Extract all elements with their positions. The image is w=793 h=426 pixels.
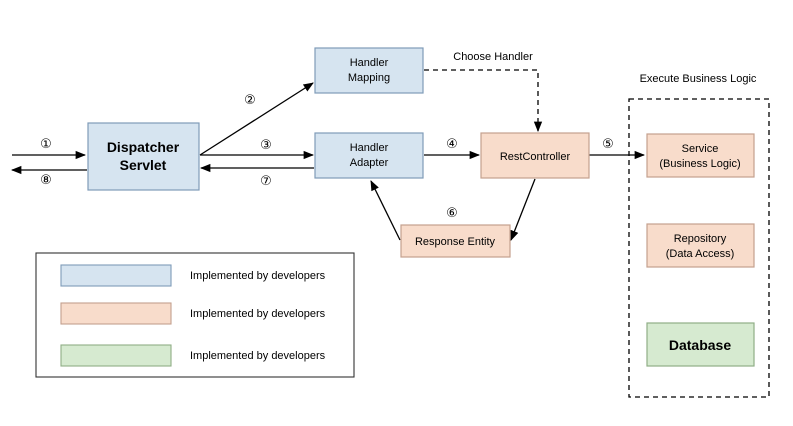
connectors xyxy=(10,69,646,241)
step-4-label: ④ xyxy=(446,137,458,152)
repository-line2: (Data Access) xyxy=(666,248,734,260)
step-8-label: ⑧ xyxy=(40,173,52,188)
dispatcher-servlet-line1: Dispatcher xyxy=(107,139,180,155)
step-1-label: ① xyxy=(40,137,52,152)
repository-box: Repository (Data Access) xyxy=(646,223,755,268)
dispatcher-servlet-line2: Servlet xyxy=(120,157,167,173)
dispatcher-servlet-rect xyxy=(87,122,200,191)
response-entity-box: Response Entity xyxy=(400,224,511,258)
step-3-label: ③ xyxy=(260,138,272,153)
handler-adapter-rect xyxy=(314,132,424,179)
database-rect xyxy=(646,322,755,367)
service-line1: Service xyxy=(682,143,719,155)
arrow-step-6 xyxy=(370,180,401,241)
handler-mapping-line2: Mapping xyxy=(348,72,390,84)
legend-label-blue: Implemented by developers xyxy=(190,270,326,282)
database-box: Database xyxy=(646,322,755,367)
step-5-label: ⑤ xyxy=(602,137,614,152)
legend-label-orange: Implemented by developers xyxy=(190,308,326,320)
response-entity-rect xyxy=(400,224,511,258)
repository-line1: Repository xyxy=(674,233,727,245)
business-logic-container xyxy=(628,98,770,398)
handler-adapter-box: Handler Adapter xyxy=(314,132,424,179)
step-6-label: ⑥ xyxy=(446,206,458,221)
handler-mapping-rect xyxy=(314,47,424,94)
response-entity-label: Response Entity xyxy=(415,236,496,248)
handler-mapping-line1: Handler xyxy=(350,57,389,69)
service-line2: (Business Logic) xyxy=(659,158,740,170)
legend-label-green: Implemented by developers xyxy=(190,350,326,362)
arrow-choose-handler xyxy=(424,69,543,133)
step-7-label: ⑦ xyxy=(260,174,272,189)
step-labels: ① ⑧ ② ③ ⑦ ④ ⑤ ⑥ xyxy=(40,93,614,221)
legend-swatch-green xyxy=(60,344,172,367)
legend-swatch-orange xyxy=(60,302,172,325)
handler-adapter-line1: Handler xyxy=(350,142,389,154)
database-label: Database xyxy=(669,337,731,353)
repository-rect xyxy=(646,223,755,268)
service-box: Service (Business Logic) xyxy=(646,133,755,178)
service-rect xyxy=(646,133,755,178)
rest-controller-rect xyxy=(480,132,590,179)
handler-adapter-line2: Adapter xyxy=(350,157,389,169)
legend-swatch-blue xyxy=(60,264,172,287)
arrow-step-2 xyxy=(199,82,314,156)
handler-mapping-box: Handler Mapping xyxy=(314,47,424,94)
choose-handler-label: Choose Handler xyxy=(453,51,533,63)
rest-controller-box: RestController xyxy=(480,132,590,179)
legend: Implemented by developers Implemented by… xyxy=(35,252,355,378)
rest-controller-label: RestController xyxy=(500,151,571,163)
step-2-label: ② xyxy=(244,93,256,108)
execute-business-logic-label: Execute Business Logic xyxy=(640,73,757,85)
dispatcher-servlet-box: Dispatcher Servlet xyxy=(87,122,200,191)
arrow-controller-to-response xyxy=(510,178,536,241)
